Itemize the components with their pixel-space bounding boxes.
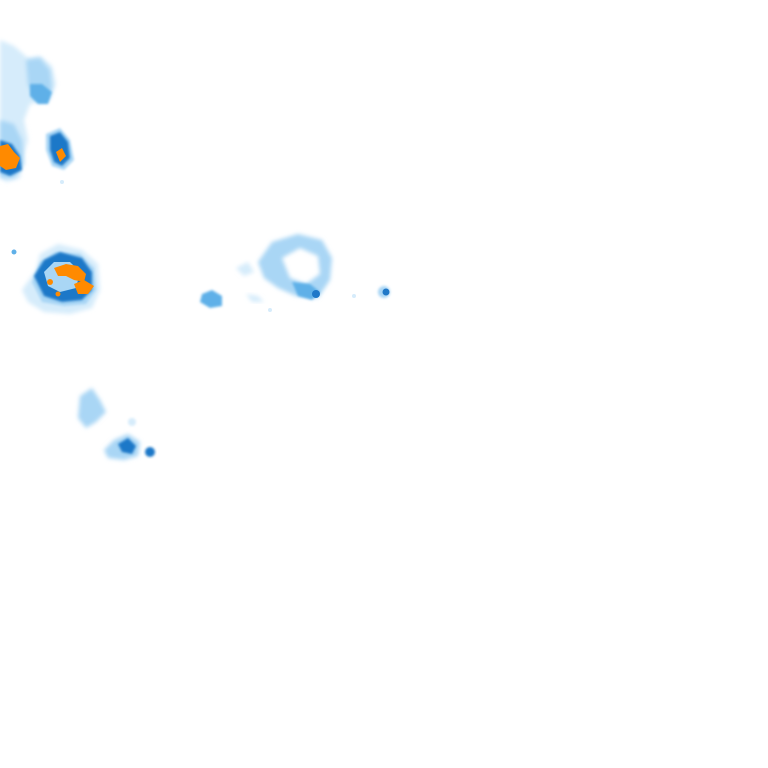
precip-cell-tiny-east [352, 286, 390, 298]
precip-cell-northwest [0, 40, 56, 182]
precip-cell-south [78, 388, 155, 460]
precip-cell-small-north [46, 128, 74, 184]
precip-cell-ring [236, 234, 332, 312]
extreme-core-central [54, 264, 86, 282]
precip-cell-small-blob [200, 290, 264, 308]
precip-cell-central-west [11, 244, 100, 314]
extreme-core-west [0, 144, 20, 170]
